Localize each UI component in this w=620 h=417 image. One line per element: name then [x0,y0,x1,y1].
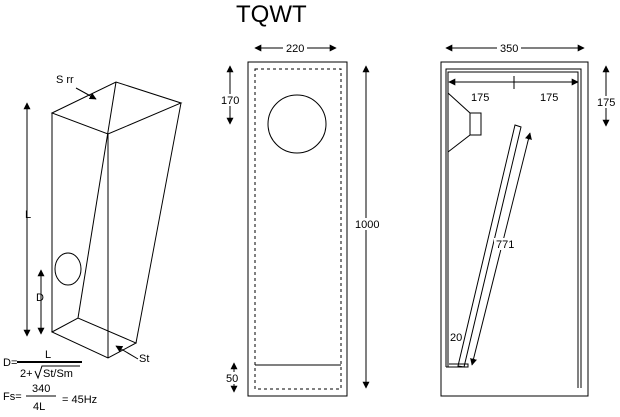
side-width-label: 350 [500,43,518,55]
fs-denominator: 4L [33,401,45,413]
height-label-bg [353,218,381,230]
top-offset-label: 175 [597,97,615,109]
d-denominator-root: St/Sm [43,368,73,380]
side-inner-liner-2 [447,71,579,388]
top-face [50,81,183,135]
half-right-label: 175 [540,92,558,104]
d-lhs: D= [3,357,17,369]
fs-lhs: Fs= [3,391,22,403]
front-view: 220 170 1000 50 [219,42,381,397]
right-edge [135,102,182,344]
fs-numerator: 340 [32,383,50,395]
fs-result: = 45Hz [62,394,97,406]
diagram-title: TQWT [236,1,307,28]
side-view: 350 175 175 175 771 20 [440,42,618,397]
srr-label: S rr [56,74,74,86]
panel-length-label: 771 [496,239,514,251]
side-width-label-bg [497,42,521,54]
st-arrow [115,345,139,360]
bottom-label: 50 [226,373,238,385]
half-left-label: 175 [471,92,489,104]
front-driver-circle [267,94,327,154]
bottom-label-bg [225,372,243,384]
front-outer [247,61,348,397]
perspective-view: S rr L D St [23,74,183,365]
d-numerator: L [45,349,51,361]
front-inner-dashed [254,68,342,390]
driver-label: D [36,292,44,304]
driver-offset-label-bg [219,94,241,106]
st-label: St [139,353,149,365]
length-label: L [25,209,31,221]
driver-cone [447,92,471,153]
side-inner-liner [445,68,582,388]
panel-length-label-bg [494,238,516,250]
driver-circle [54,252,82,286]
srr-arrow [75,87,97,100]
driver-magnet [469,112,482,136]
top-offset-label-bg [596,96,618,108]
formulas: D= L 2+ St/Sm Fs= 340 4L = 45Hz [3,349,97,413]
d-denominator-prefix: 2+ [20,368,33,380]
height-label: 1000 [355,219,379,231]
side-outer [440,61,589,397]
hidden-edge [77,81,117,319]
width-label: 220 [286,43,304,55]
width-label-bg [283,42,307,54]
sqrt-sign [34,365,80,380]
driver-offset-label: 170 [221,95,239,107]
bottom-face [50,317,138,359]
gap-label: 20 [450,332,462,344]
